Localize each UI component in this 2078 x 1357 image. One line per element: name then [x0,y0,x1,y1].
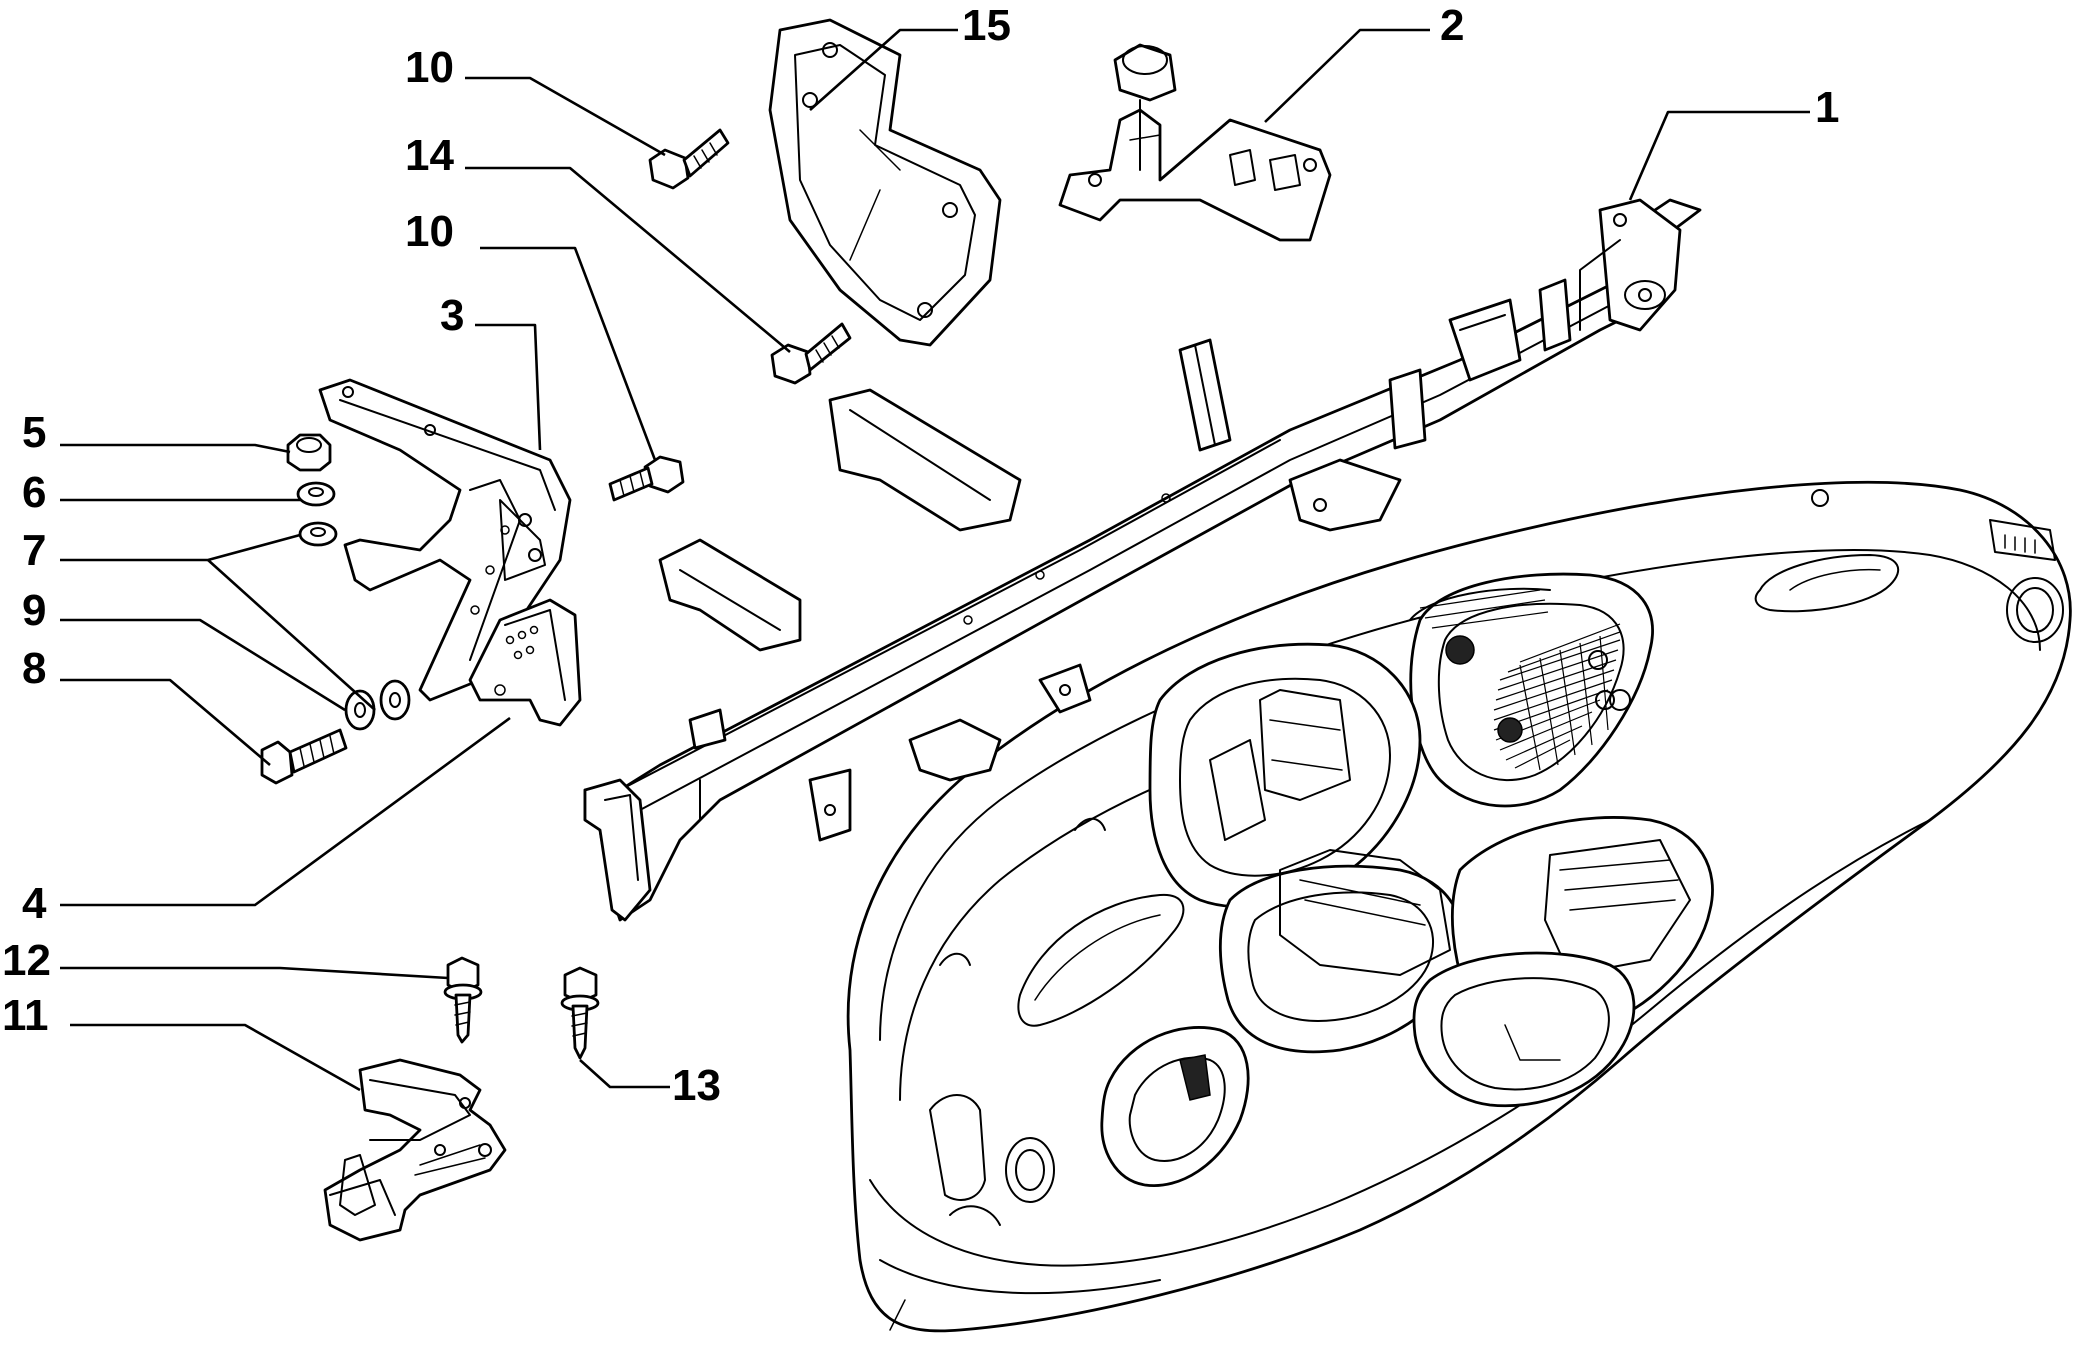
callout-9: 9 [22,586,46,635]
callout-7: 7 [22,526,46,575]
callout-4: 4 [22,879,47,928]
plate-15 [768,18,1002,347]
callout-11: 11 [2,991,49,1040]
callout-2: 2 [1440,1,1464,50]
callout-12: 12 [2,936,51,985]
leader-lines [60,28,1810,1092]
bracket-4 [468,598,582,727]
bolt-8 [260,728,348,785]
callout-1: 1 [1815,83,1839,132]
crossmember-beam [583,198,1702,922]
callout-6: 6 [22,468,46,517]
washer-9 [344,679,411,731]
callout-3: 3 [440,291,464,340]
washer-7 [298,521,338,547]
bolt-14 [770,322,852,385]
bracket-2 [1058,43,1332,242]
callout-5: 5 [22,408,46,457]
callout-14: 14 [405,131,454,180]
washer-6 [296,481,336,507]
bolt-10b [608,455,685,502]
screw-12 [443,956,483,1044]
nut-5 [286,433,332,472]
callout-10-mid: 10 [405,207,454,256]
callout-8: 8 [22,644,46,693]
callout-13: 13 [672,1061,721,1110]
vent-grille [1493,623,1621,771]
callout-10-top: 10 [405,43,454,92]
screw-13 [560,966,600,1060]
bracket-11 [323,1058,507,1242]
callout-15: 15 [962,1,1011,50]
callout-labels: 15 2 1 10 14 10 3 5 6 7 9 8 4 12 11 13 [2,1,1839,1110]
bolt-10 [648,128,730,190]
dashboard-panel [846,480,2072,1333]
